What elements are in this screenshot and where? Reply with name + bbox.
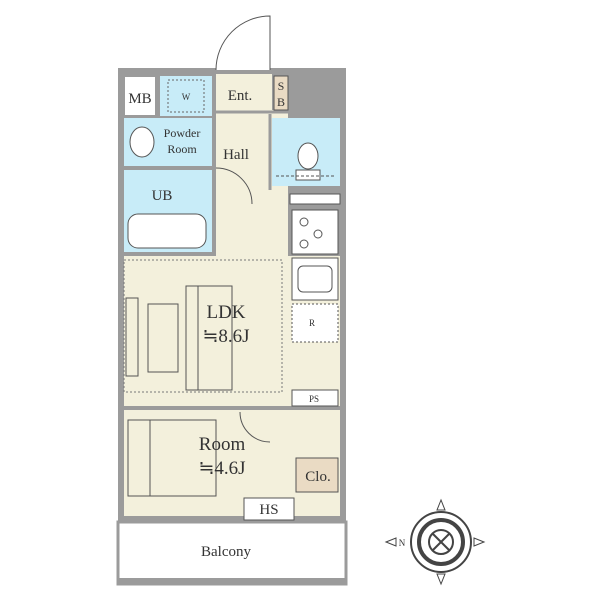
tv-stand [125,297,139,377]
sofa [185,285,233,391]
label-mb: MB [128,91,151,107]
kitchen-counter-top [289,193,341,205]
entrance-door-swing [215,15,271,71]
ldk-dotted-zone [123,259,283,393]
label-balcony: Balcony [201,544,251,560]
burner-2 [313,229,323,239]
balcony-rail [118,578,346,584]
hall-door-swing [215,167,253,205]
label-room: Room [199,434,246,455]
label-clo: Clo. [305,469,330,485]
label-ub: UB [152,188,173,204]
stove [291,209,339,255]
burner-1 [299,217,309,227]
compass-n-label: N [399,538,406,548]
label-powder-2: Room [167,142,197,156]
hs-box [243,497,295,521]
ps-box [291,389,339,407]
entrance-floor [216,74,272,110]
label-sb-b: B [277,95,285,109]
toilet-bowl [297,142,319,170]
label-powder-1: Powder [164,126,201,140]
compass-icon [384,498,486,586]
closet [295,457,339,493]
bed-pillow [127,419,151,497]
burner-3 [299,239,309,249]
toilet-tank [295,169,321,181]
label-room-size: ≒4.6J [198,458,245,479]
mb-box [123,75,157,117]
label-w: W [182,92,191,102]
label-ent: Ent. [228,88,253,104]
label-ldk-size: ≒8.6J [202,326,249,347]
label-sb-s: S [278,79,285,93]
kitchen-sink [297,265,333,293]
label-ps: PS [309,394,319,404]
fridge [291,303,339,343]
label-ldk: LDK [206,302,245,323]
powder-sink [129,126,155,158]
room-door-swing [239,411,271,443]
shoe-box [273,75,289,111]
balcony-area [116,520,348,586]
label-hs: HS [259,502,278,518]
bathtub [127,213,207,249]
w-area [160,76,212,116]
sofa-back [185,285,199,391]
label-r: R [309,318,315,328]
low-table [147,303,179,373]
w-dotted [167,79,205,113]
label-hall: Hall [223,147,249,163]
